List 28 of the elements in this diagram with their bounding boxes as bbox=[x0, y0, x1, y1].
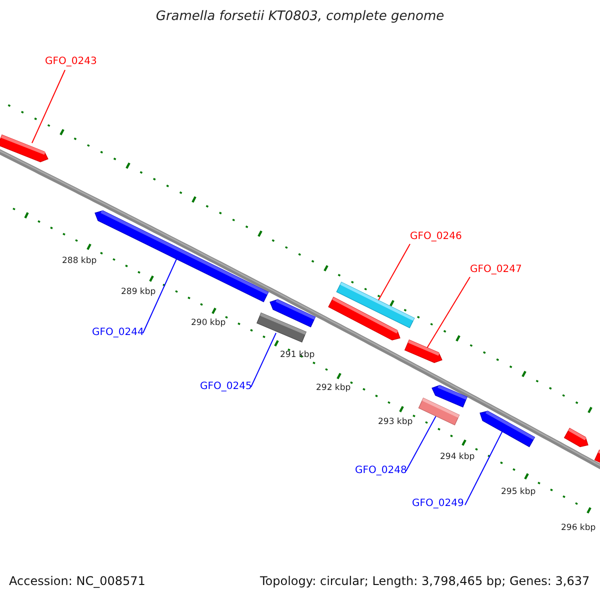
scale-label: 291 kbp bbox=[280, 350, 315, 360]
leader-line bbox=[378, 244, 410, 302]
gene-label: GFO_0246 bbox=[410, 231, 462, 243]
gene-label: GFO_0245 bbox=[200, 381, 252, 393]
leader-line bbox=[464, 430, 504, 506]
leader-line bbox=[142, 258, 178, 334]
scale-label: 292 kbp bbox=[316, 383, 351, 394]
leader-line bbox=[406, 416, 436, 472]
leader-line bbox=[250, 332, 276, 388]
scale-label: 293 kbp bbox=[378, 417, 413, 428]
scale-label: 294 kbp bbox=[440, 452, 475, 462]
gene-label: GFO_0247 bbox=[470, 264, 522, 276]
scale-label: 296 kbp bbox=[561, 523, 596, 534]
leader-line bbox=[32, 70, 66, 144]
title: Gramella forsetii KT0803, complete genome bbox=[154, 9, 446, 25]
gene-block bbox=[594, 450, 600, 465]
gene-label: GFO_0249 bbox=[412, 498, 464, 510]
gene-label: GFO_0243 bbox=[45, 56, 97, 68]
info-text: Topology: circular; Length: 3,798,465 bp; Genes: 3,637 bbox=[260, 574, 590, 588]
leader-line bbox=[426, 276, 470, 348]
scale-label: 295 kbp bbox=[501, 487, 536, 498]
scale-label: 288 kbp bbox=[62, 256, 97, 266]
gene-block bbox=[0, 134, 48, 162]
scale-label: 290 kbp bbox=[191, 318, 226, 328]
gene-label: GFO_0248 bbox=[355, 465, 407, 477]
info-text: Accession: NC_008571 bbox=[9, 574, 146, 588]
scale-label: 289 kbp bbox=[121, 287, 156, 298]
gene-label: GFO_0244 bbox=[92, 327, 144, 339]
